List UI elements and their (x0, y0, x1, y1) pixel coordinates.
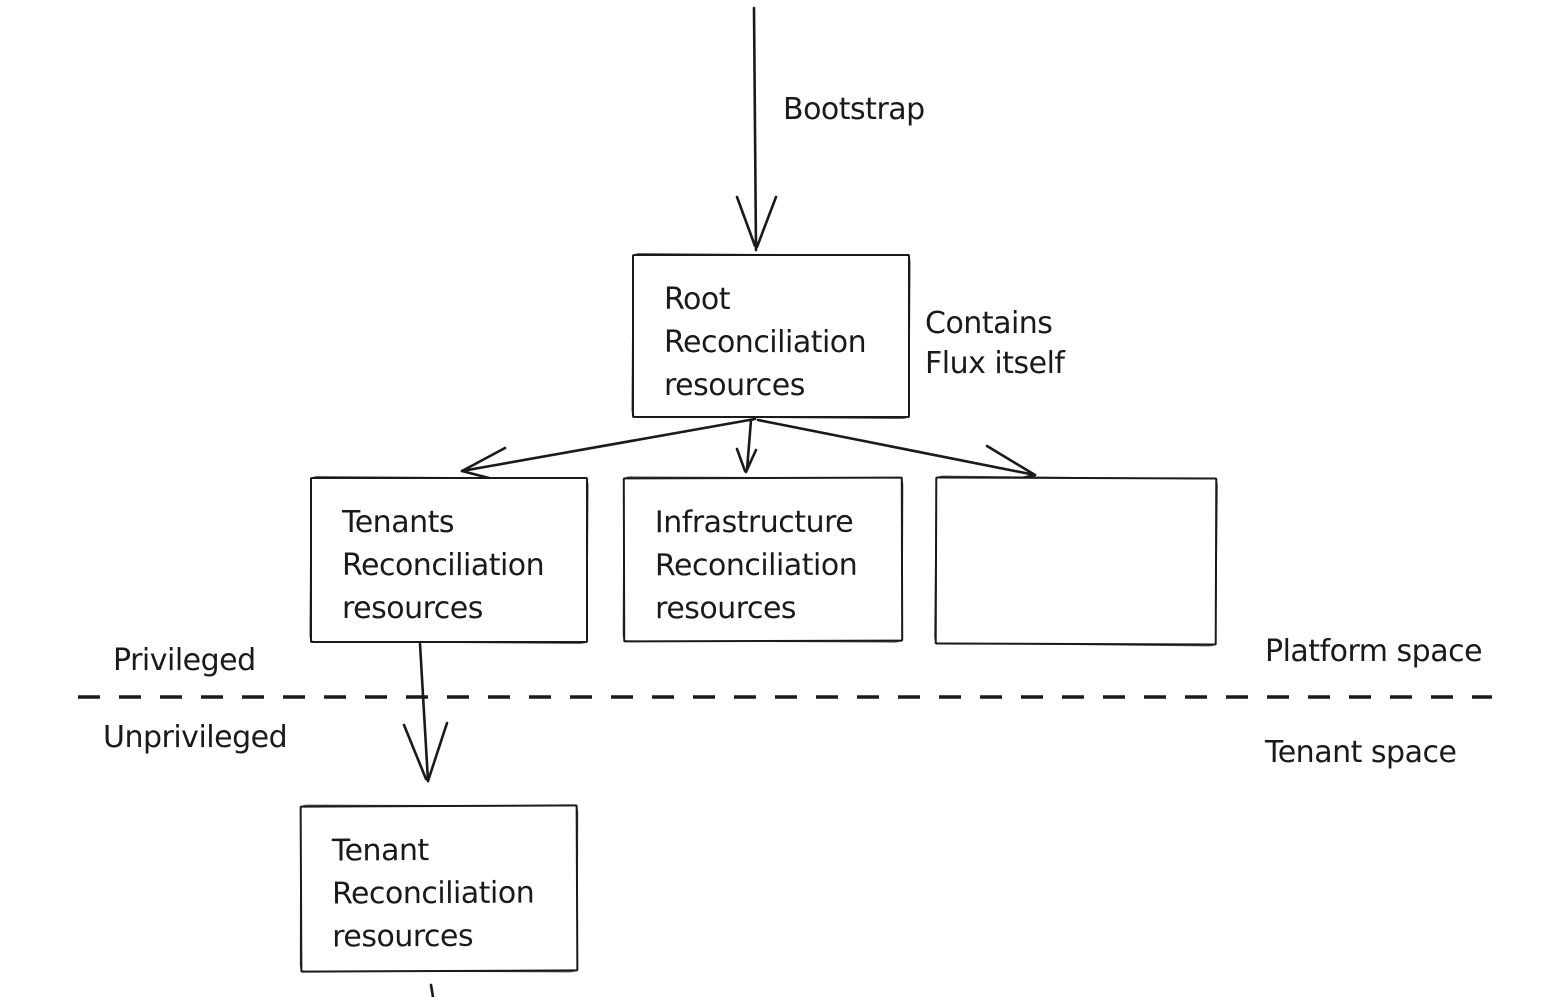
edge-root-to-empty (756, 418, 1037, 477)
unprivileged-zone-label: Unprivileged (103, 720, 288, 755)
platform-space-zone-label: Platform space (1265, 634, 1483, 669)
bootstrap-arrowhead-icon (735, 195, 778, 249)
node-root-label: Root Reconciliation resources (664, 282, 867, 403)
bootstrap-arrow-line (752, 6, 758, 252)
node-infrastructure-reconciliation-resources: Infrastructure Reconciliation resources (622, 476, 904, 643)
node-tenant-reconciliation-resources: Tenant Reconciliation resources (299, 804, 579, 973)
edge-tenants-to-tenant-arrowhead-icon (402, 721, 449, 783)
bootstrap-label: Bootstrap (783, 92, 925, 127)
edge-root-to-infrastructure-arrowhead-icon (735, 447, 758, 474)
contains-flux-note: Contains Flux itself (925, 306, 1065, 381)
edge-tenants-to-tenant (418, 642, 430, 783)
edge-root-to-infrastructure (745, 418, 753, 472)
edge-tenant-outgoing-stub (429, 983, 435, 997)
node-tenants-label: Tenants Reconciliation resources (342, 505, 545, 626)
privileged-zone-label: Privileged (113, 643, 256, 678)
node-infrastructure-label: Infrastructure Reconciliation resources (654, 504, 858, 627)
tenant-space-zone-label: Tenant space (1265, 735, 1457, 770)
node-empty-box (934, 476, 1218, 646)
edge-root-to-tenants (460, 417, 757, 473)
node-root-reconciliation-resources: Root Reconciliation resources (632, 254, 910, 418)
node-tenants-reconciliation-resources: Tenants Reconciliation resources (310, 477, 588, 643)
node-tenant-label: Tenant Reconciliation resources (331, 833, 535, 955)
node-empty-label (937, 479, 1215, 502)
